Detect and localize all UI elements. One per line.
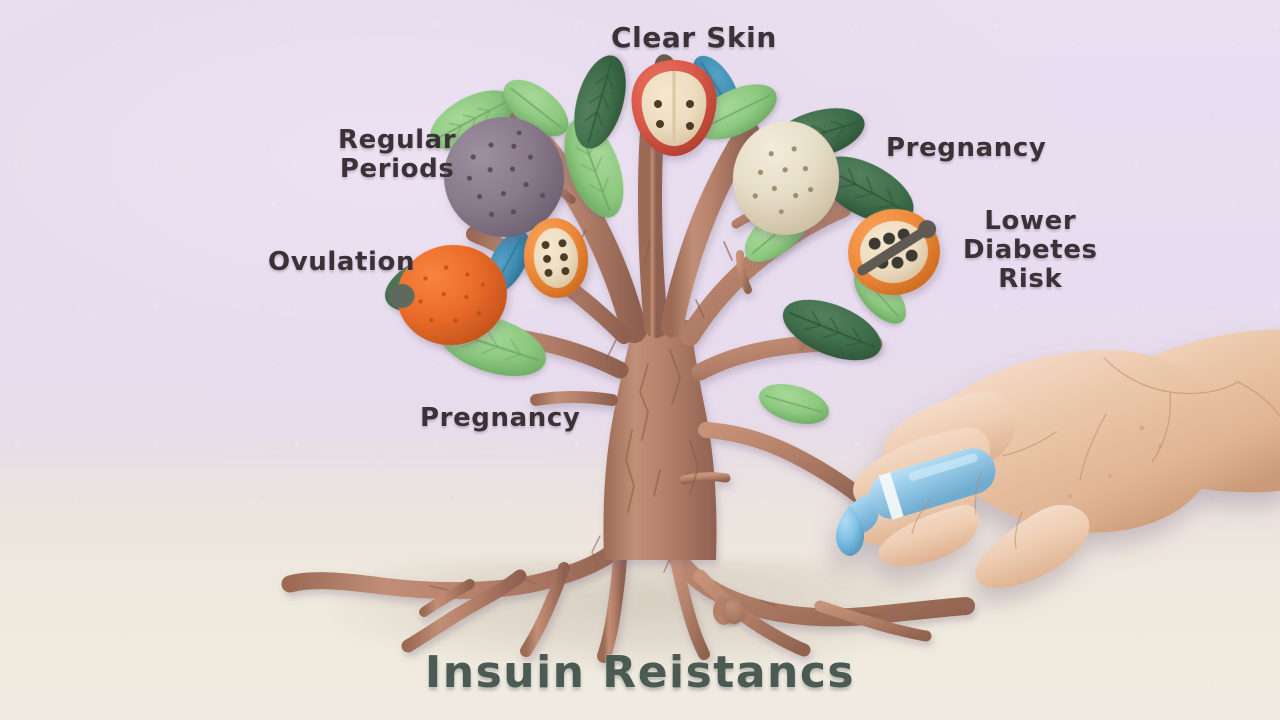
clay-hand-with-lancet (770, 300, 1280, 630)
label-pregnancy-right: Pregnancy (886, 133, 1047, 163)
passion-fruit-slice (848, 208, 940, 296)
illustration-title: Insuin Reistancs (424, 647, 856, 698)
citrus-slice-fruit (523, 218, 589, 298)
label-pregnancy-left: Pregnancy (420, 403, 581, 433)
plum-fruit (444, 117, 564, 237)
label-ovulation: Ovulation (268, 247, 416, 277)
cream-fruit (732, 121, 840, 235)
blood-drop (836, 506, 864, 556)
lancet-device (840, 448, 996, 535)
label-lower-diabetes-risk: Lower Diabetes Risk (963, 206, 1098, 295)
orange-fruit (388, 244, 507, 346)
apple-cross-section-fruit (631, 54, 717, 156)
label-clear-skin: Clear Skin (611, 21, 777, 54)
label-regular-periods: Regular Periods (338, 125, 457, 185)
root-pebble (724, 598, 744, 624)
tree-leaves (384, 55, 914, 424)
tree-roots (281, 511, 975, 663)
